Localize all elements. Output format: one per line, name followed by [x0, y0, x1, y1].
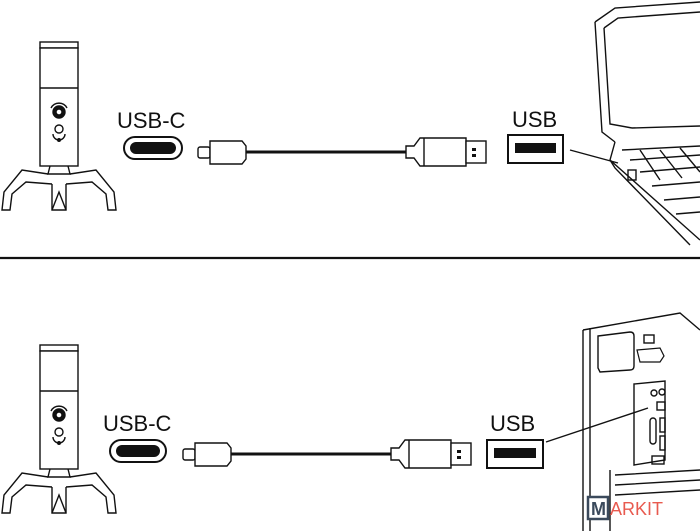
- mic-port-label: USB-C: [103, 411, 172, 436]
- svg-text:M: M: [591, 499, 606, 519]
- computer-port-label: USB: [512, 107, 557, 132]
- top-panel: USB-C USB: [1, 1, 700, 246]
- usb-a-port-icon: [486, 439, 544, 469]
- watermark-logo: M ARKIT: [586, 495, 663, 521]
- laptop-icon: [594, 1, 700, 246]
- usb-a-port-icon: [507, 134, 564, 164]
- microphone-icon: [1, 41, 117, 211]
- svg-text:ARKIT: ARKIT: [610, 499, 663, 519]
- mic-port-label: USB-C: [117, 108, 186, 133]
- bottom-panel: USB-C USB: [1, 312, 700, 531]
- usb-c-port-icon: [123, 136, 183, 160]
- usb-c-to-usb-cable-icon: [196, 136, 488, 168]
- usb-c-to-usb-cable-icon: [181, 438, 473, 470]
- usb-c-port-icon: [109, 439, 167, 463]
- desktop-tower-icon: [582, 312, 700, 531]
- microphone-icon: [1, 344, 117, 514]
- computer-port-label: USB: [490, 411, 535, 436]
